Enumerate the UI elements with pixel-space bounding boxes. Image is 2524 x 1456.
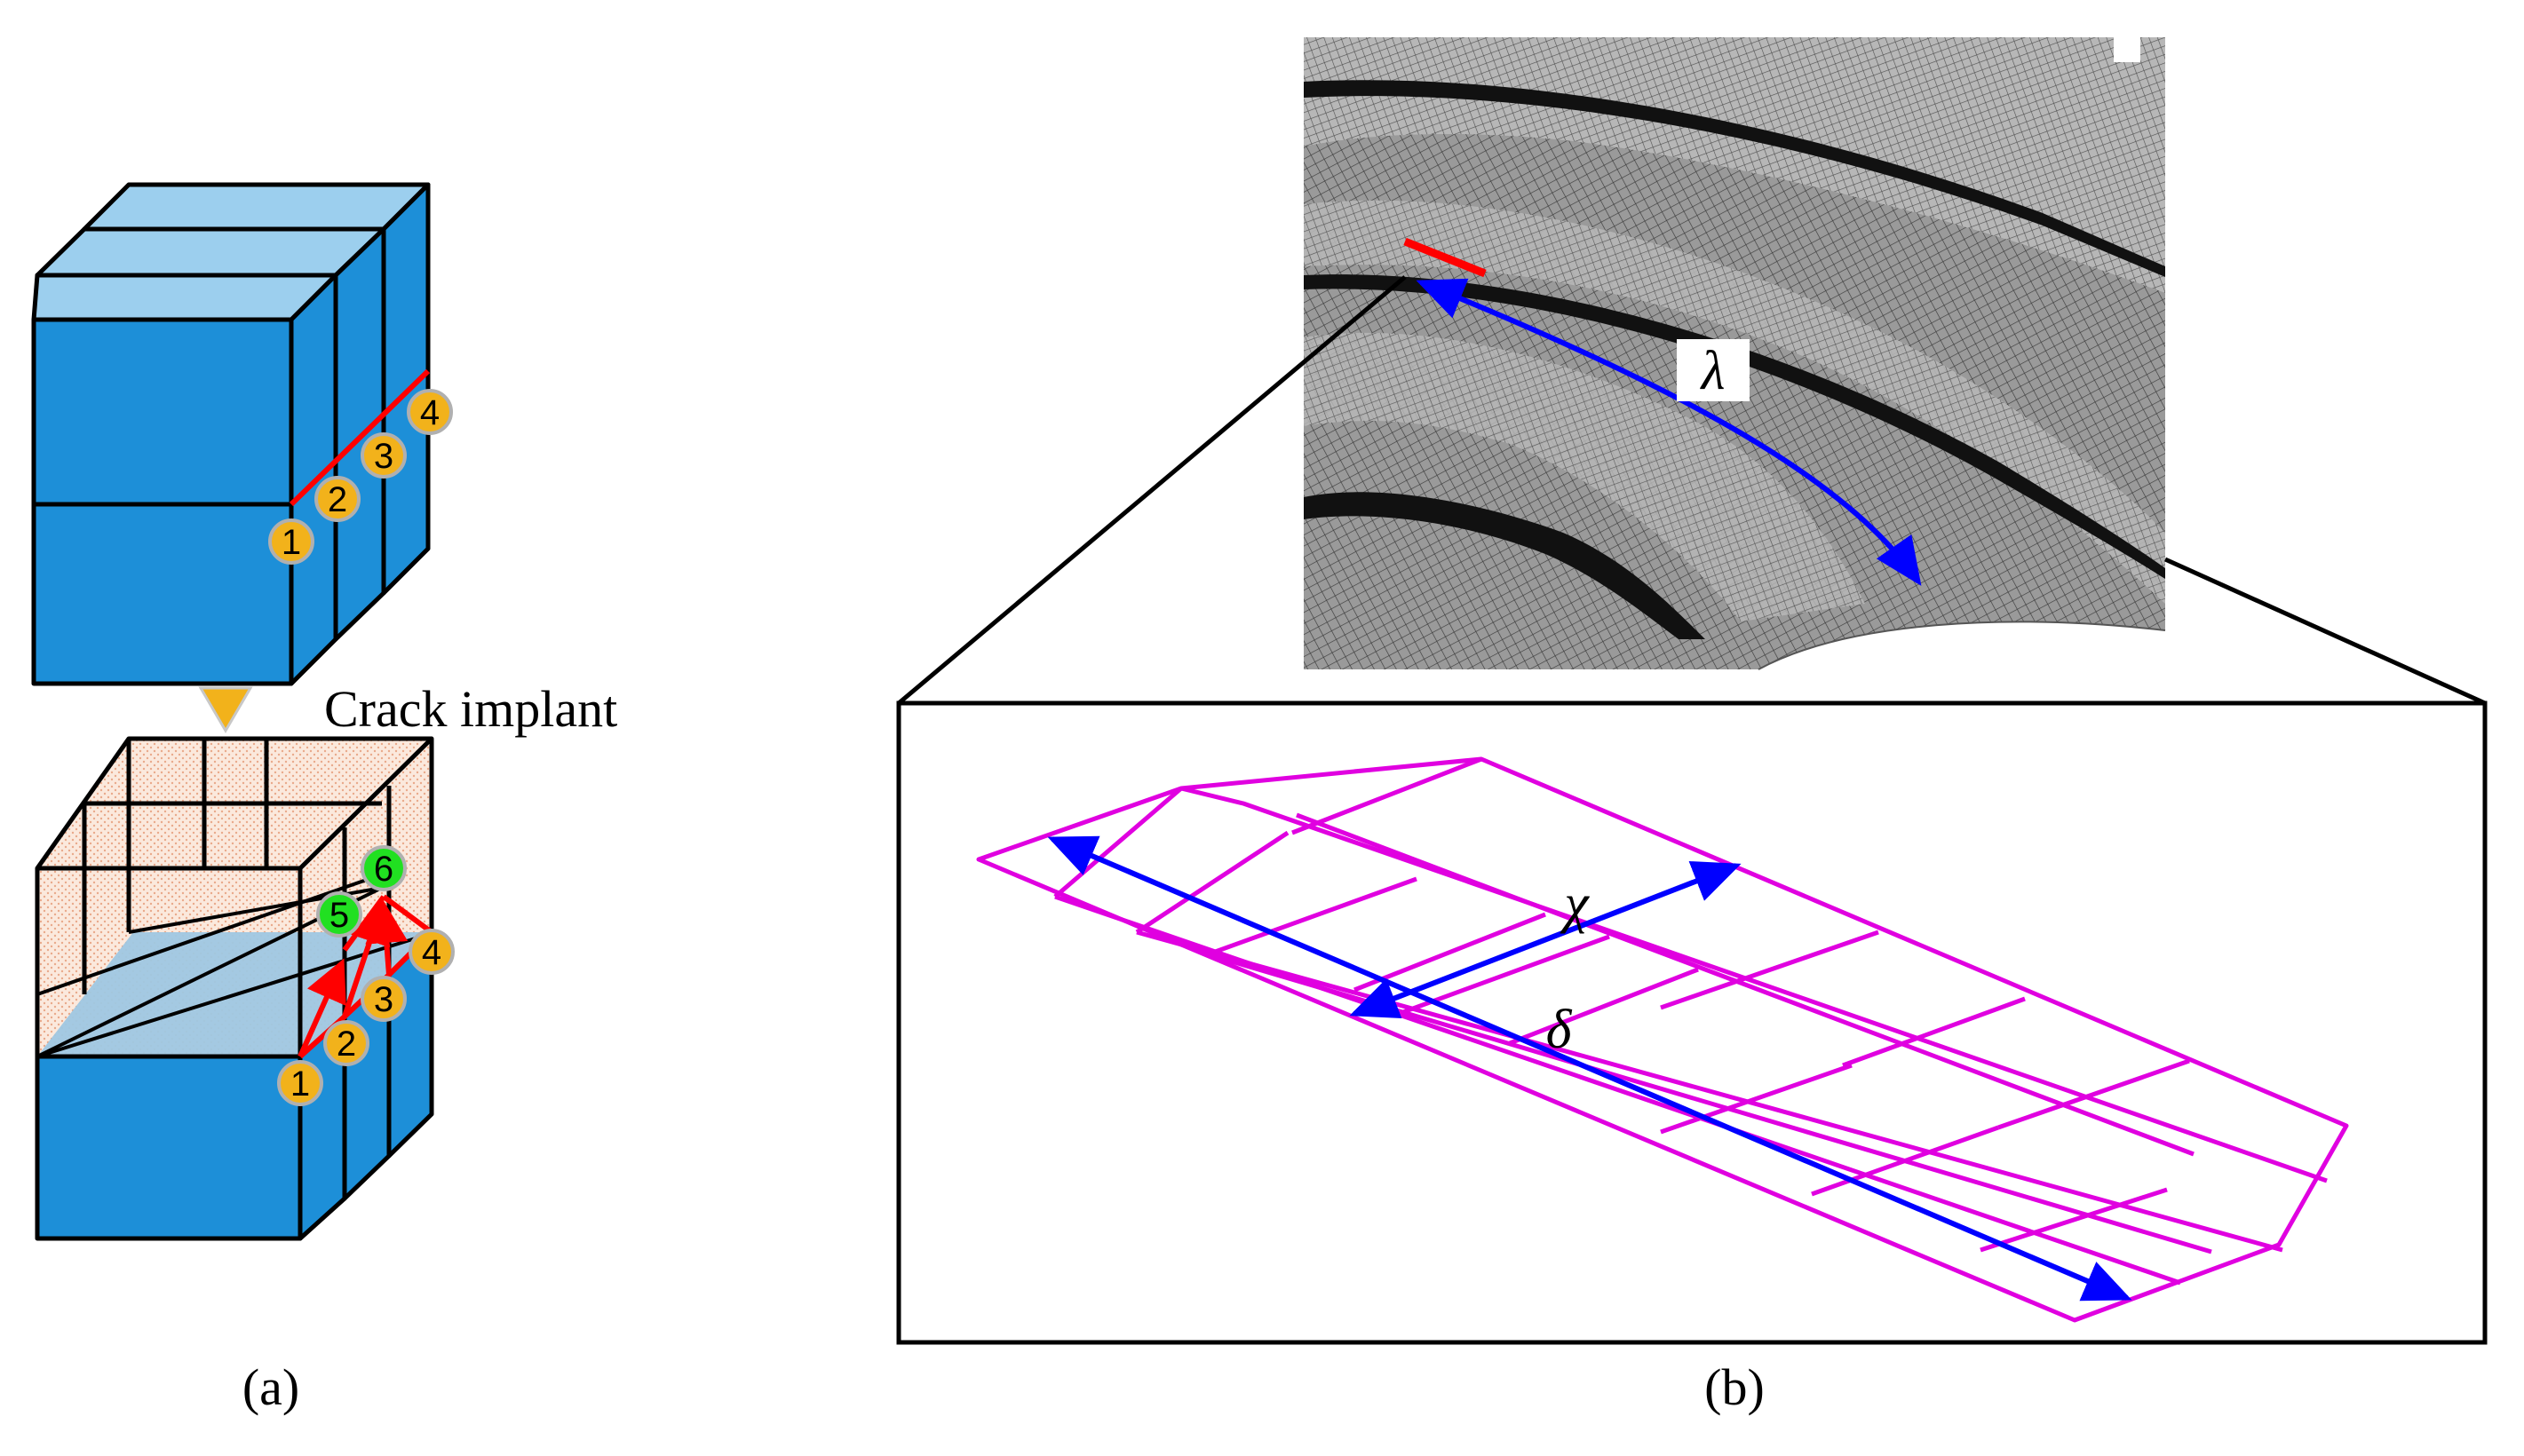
top-cube-crack-front-line <box>289 368 431 507</box>
lambda-label: λ <box>1700 341 1726 401</box>
svg-text:2: 2 <box>328 480 347 519</box>
node-2: 2 <box>314 476 361 522</box>
node-3: 3 <box>361 976 407 1022</box>
bottom-cube-nodes: 1 2 3 4 5 6 <box>277 845 455 1106</box>
node-6: 6 <box>361 845 407 891</box>
panel-b-caption: (b) <box>1704 1358 1765 1416</box>
zoom-box <box>896 700 2488 1345</box>
crack-front-mark <box>1403 237 1487 278</box>
svg-text:1: 1 <box>282 523 301 562</box>
mesh-lambda-arrow <box>1416 278 1922 586</box>
chi-label: χ <box>1560 874 1590 934</box>
panel-a-caption: (a) <box>242 1358 299 1416</box>
panel-b: λ <box>896 37 2488 1416</box>
svg-text:3: 3 <box>374 437 393 476</box>
node-5: 5 <box>316 891 362 938</box>
panel-a: 1 2 3 4 Crack implant <box>31 182 617 1416</box>
top-cube-front-face <box>31 317 294 686</box>
top-cube-top-face-back <box>82 182 431 232</box>
element-length-arrow <box>1047 835 2132 1302</box>
node-2: 2 <box>323 1020 369 1066</box>
svg-text:2: 2 <box>337 1025 356 1064</box>
transition-arrow-icon <box>198 686 253 733</box>
top-cube-nodes: 1 2 3 4 <box>268 389 453 565</box>
node-1: 1 <box>277 1060 323 1106</box>
svg-text:1: 1 <box>290 1064 310 1104</box>
node-1: 1 <box>268 518 314 565</box>
crack-implant-label: Crack implant <box>324 680 617 738</box>
bottom-cube-front-face <box>35 1054 303 1241</box>
svg-text:3: 3 <box>374 980 393 1019</box>
svg-text:6: 6 <box>374 850 393 889</box>
zoom-line-right <box>2163 557 2487 706</box>
top-cube <box>31 182 431 686</box>
lambda-label-box <box>1677 339 1750 401</box>
node-4: 4 <box>409 929 455 975</box>
zoom-line-left <box>897 275 1407 705</box>
top-cube-side-strip-3 <box>381 182 431 596</box>
top-cube-top-face-mid <box>35 226 386 278</box>
svg-text:5: 5 <box>329 896 349 935</box>
svg-text:4: 4 <box>420 393 440 432</box>
node-3: 3 <box>361 432 407 479</box>
top-cube-top-face-front <box>31 273 338 322</box>
node-4: 4 <box>407 389 453 435</box>
delta-label: δ <box>1546 1000 1573 1060</box>
svg-text:4: 4 <box>422 933 441 972</box>
